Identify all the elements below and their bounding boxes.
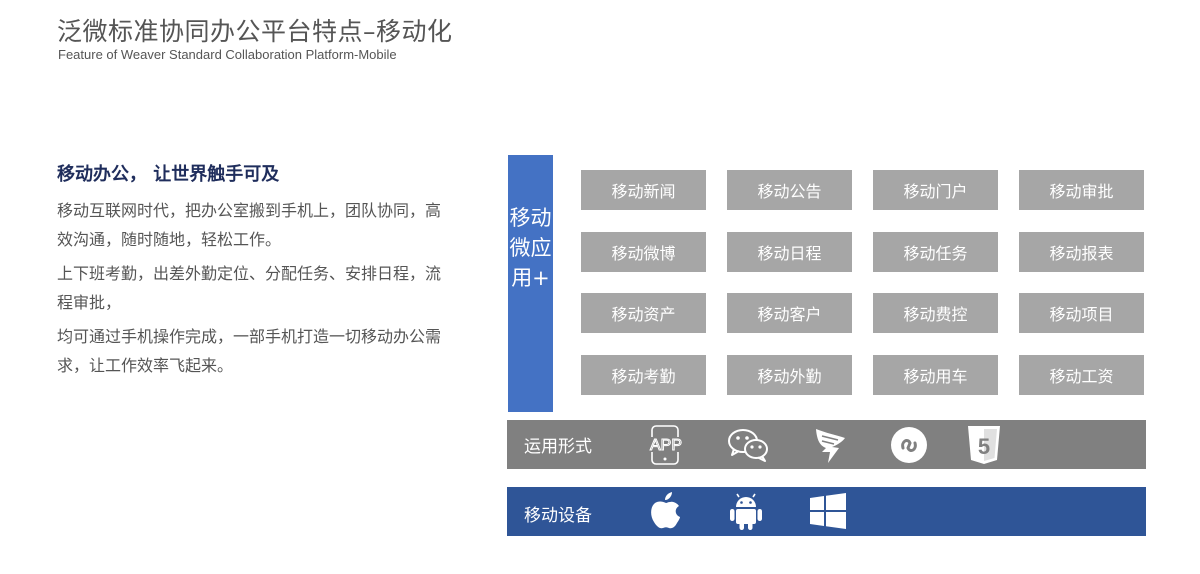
intro-heading: 移动办公， 让世界触手可及	[57, 164, 280, 185]
mobile-apps-label: 移动微应用+	[509, 206, 552, 290]
mobile-apps-grid: 移动新闻 移动公告 移动门户 移动审批 移动微博 移动日程 移动任务 移动报表 …	[581, 170, 1144, 395]
app-icon-text: APP	[650, 437, 682, 454]
app-tile-approval[interactable]: 移动审批	[1019, 170, 1144, 210]
app-tile-schedule[interactable]: 移动日程	[727, 231, 852, 272]
app-icon: APP	[645, 425, 687, 465]
app-tile-notice[interactable]: 移动公告	[727, 170, 852, 210]
page-title: 泛微标准协同办公平台特点–移动化	[57, 17, 453, 46]
app-tile-asset[interactable]: 移动资产	[581, 293, 706, 333]
app-tile-portal[interactable]: 移动门户	[873, 170, 998, 210]
wechat-icon	[727, 428, 771, 462]
intro-paragraph: 移动互联网时代，把办公室搬到手机上，团队协同，高效沟通，随时随地，轻松工作。	[57, 201, 442, 249]
page-subtitle: Feature of Weaver Standard Collaboration…	[58, 47, 397, 62]
app-tile-news[interactable]: 移动新闻	[581, 170, 706, 210]
intro-paragraph: 上下班考勤，出差外勤定位、分配任务、安排日程，流程审批，	[57, 264, 442, 312]
app-tile-vehicle[interactable]: 移动用车	[873, 354, 998, 395]
html5-icon-text: 5	[978, 434, 990, 459]
mini-program-icon	[890, 426, 928, 464]
intro-paragraph: 均可通过手机操作完成，一部手机打造一切移动办公需求，让工作效率飞起来。	[57, 327, 442, 375]
usage-forms-label: 运用形式	[524, 437, 592, 457]
app-tile-report[interactable]: 移动报表	[1019, 231, 1144, 272]
app-tile-weibo[interactable]: 移动微博	[581, 231, 706, 272]
app-tile-salary[interactable]: 移动工资	[1019, 354, 1144, 395]
mobile-apps-label-bar: 移动微应用+	[508, 155, 553, 412]
app-tile-project[interactable]: 移动项目	[1019, 293, 1144, 333]
devices-label: 移动设备	[524, 506, 592, 526]
usage-forms-bar: 运用形式 APP	[507, 420, 1146, 469]
app-tile-attendance[interactable]: 移动考勤	[581, 354, 706, 395]
app-tile-task[interactable]: 移动任务	[873, 231, 998, 272]
dingtalk-icon	[812, 425, 848, 465]
windows-icon	[809, 493, 847, 529]
apple-icon	[648, 490, 684, 530]
html5-icon: 5	[967, 425, 1001, 465]
app-tile-field-work[interactable]: 移动外勤	[727, 354, 852, 395]
android-icon	[727, 491, 765, 531]
app-tile-customer[interactable]: 移动客户	[727, 293, 852, 333]
devices-bar: 移动设备	[507, 487, 1146, 536]
app-tile-expense[interactable]: 移动费控	[873, 293, 998, 333]
